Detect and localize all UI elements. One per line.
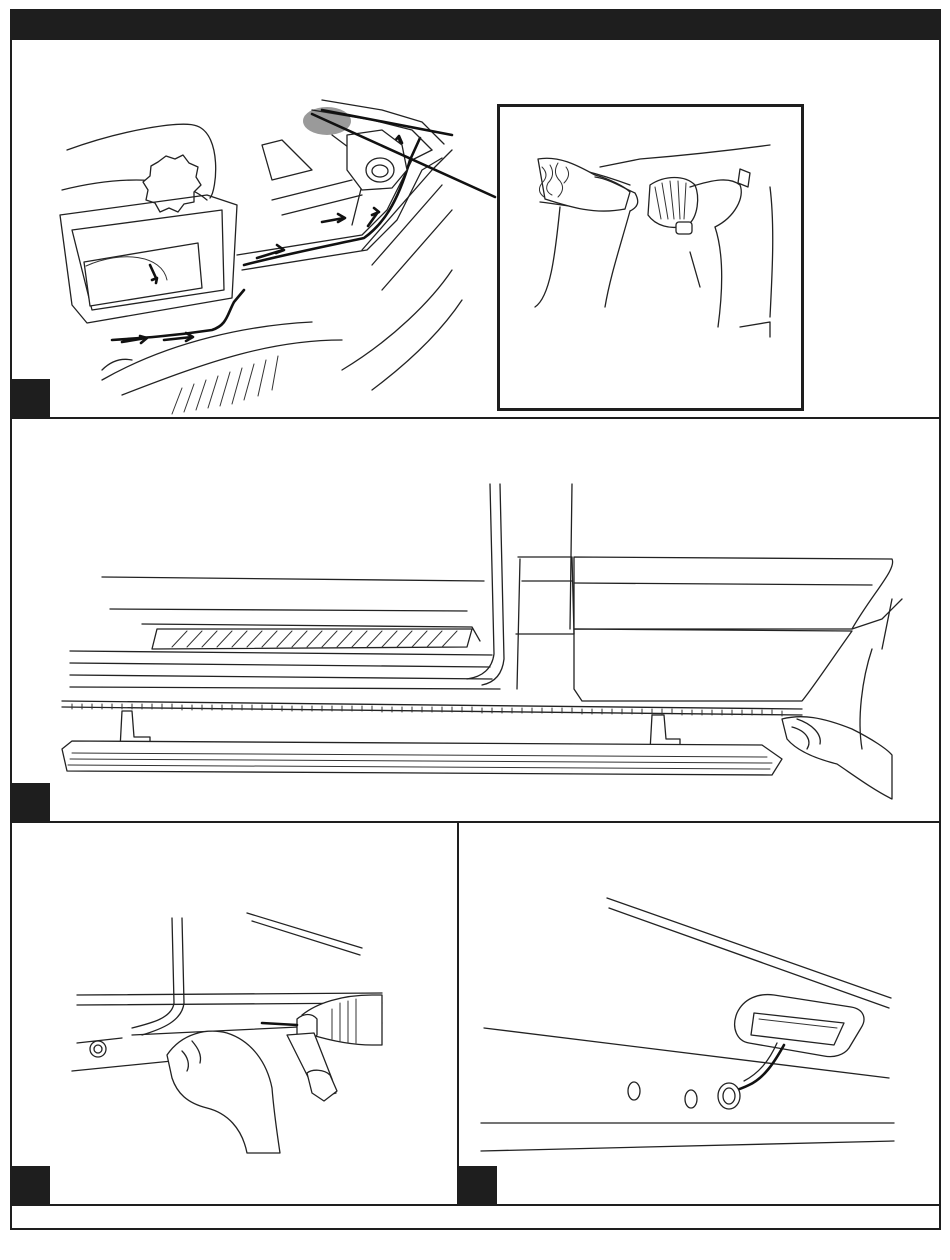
wire-harness-connector-illustration [500,107,801,408]
step-1-number [12,379,50,417]
step-2-panel [12,419,939,821]
step-2-number [12,783,50,821]
step-1-tab [12,379,50,417]
courtesy-lamp-mount-illustration [459,823,939,1204]
step-3-tab [12,1166,50,1204]
drill-under-rocker-illustration [12,823,457,1204]
running-board-side-illustration [12,419,939,821]
step-4-tab [459,1166,497,1204]
step-2-tab [12,783,50,821]
step-3-number [12,1166,50,1204]
step-3-panel [12,823,457,1204]
step-4-panel [459,823,939,1204]
divider-3 [10,1204,941,1206]
step-1-inset [497,104,804,411]
step-4-number [459,1166,497,1204]
